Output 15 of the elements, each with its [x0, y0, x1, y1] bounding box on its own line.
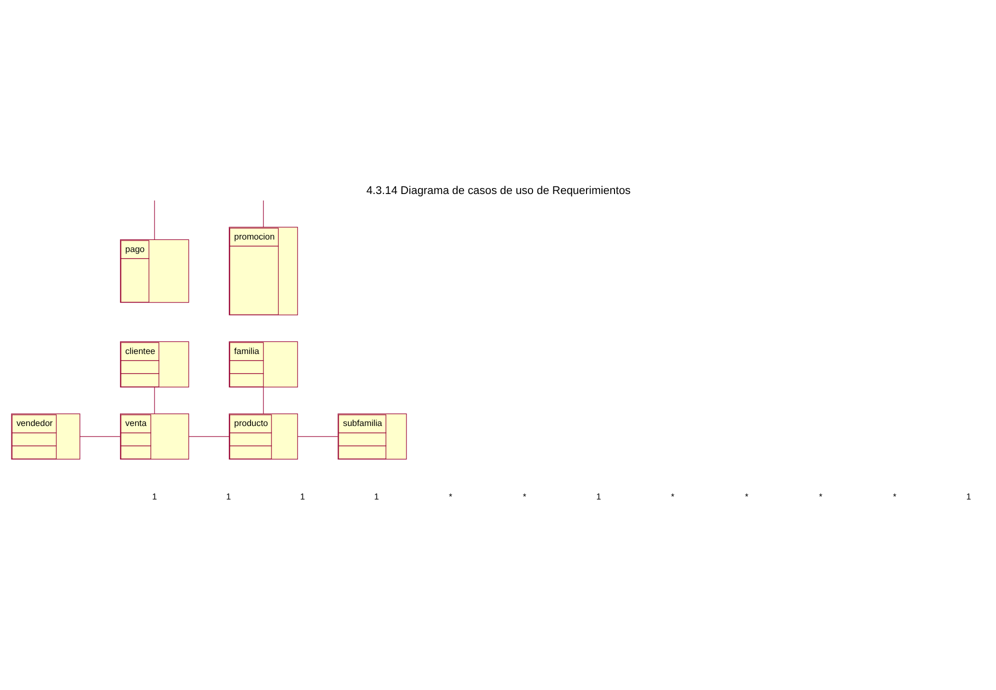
label: 1	[152, 490, 156, 501]
diagram-title: 4.3.14 Diagrama de casos de uso de Requerimientos	[366, 184, 630, 197]
label: *	[448, 490, 452, 501]
connector	[262, 386, 264, 414]
label: 1	[300, 490, 304, 501]
label: *	[744, 490, 748, 501]
label: 1	[596, 490, 601, 501]
label: 1	[374, 490, 379, 501]
label: *	[670, 490, 674, 501]
label: *	[818, 490, 822, 501]
label: *	[892, 490, 896, 501]
label: *	[522, 490, 526, 501]
connector	[262, 200, 264, 227]
label: 1	[226, 490, 230, 501]
label: 1	[966, 490, 971, 501]
